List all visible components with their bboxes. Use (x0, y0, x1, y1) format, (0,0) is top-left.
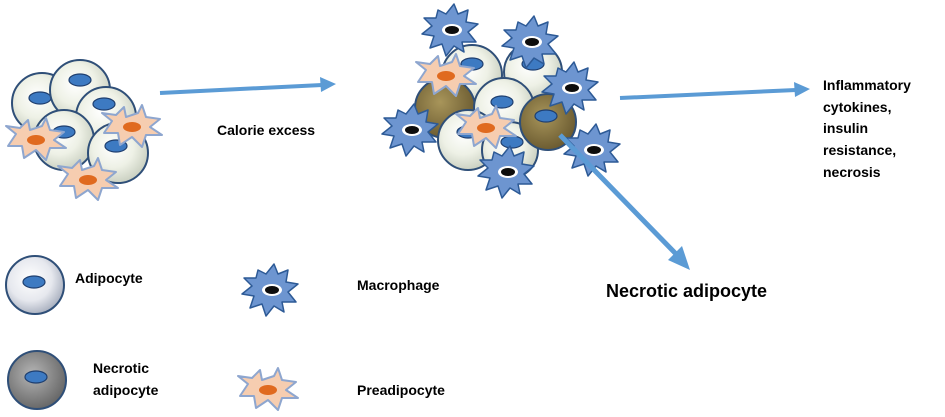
outcome-line: cytokines, (823, 98, 892, 115)
legend-necrotic-label: Necrotic adipocyte (93, 357, 158, 402)
arrow-outcomes (619, 82, 810, 100)
adipose-cluster-normal (5, 59, 163, 201)
outcome-line: resistance, (823, 142, 897, 159)
legend-necrotic-line: Necrotic (93, 360, 150, 376)
legend-necrotic-icon (7, 350, 67, 410)
calorie-excess-label: Calorie excess (217, 122, 316, 138)
outcome-line: insulin (823, 120, 869, 137)
legend-preadipocyte-label: Preadipocyte (357, 382, 445, 398)
legend-preadipocyte-icon (237, 367, 299, 411)
necrotic-adipocyte-callout: Necrotic adipocyte (606, 281, 768, 301)
legend-macrophage-label: Macrophage (357, 277, 440, 293)
legend-necrotic-line: adipocyte (93, 382, 159, 399)
legend-adipocyte-label: Adipocyte (75, 270, 143, 286)
legend-adipocyte-icon (5, 255, 65, 315)
legend-macrophage-icon (241, 263, 299, 317)
arrow-calorie-excess (159, 77, 336, 95)
outcome-line: necrosis (823, 163, 881, 180)
outcomes-label: Inflammatory cytokines, insulin resistan… (823, 75, 911, 183)
arrow-necrotic (558, 133, 690, 270)
adipose-cluster-obese (381, 3, 621, 199)
outcome-line: Inflammatory (823, 77, 911, 93)
